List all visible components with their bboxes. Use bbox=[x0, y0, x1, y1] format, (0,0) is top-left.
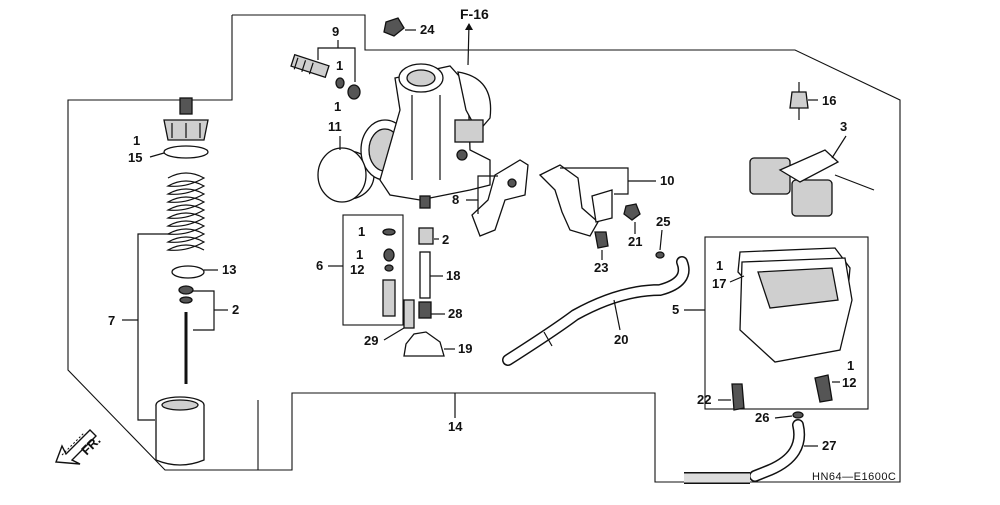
tube-20-part bbox=[503, 257, 689, 365]
screw-23-part bbox=[594, 231, 609, 249]
callout-1-cap: 1 bbox=[133, 133, 140, 148]
pilot-washer-part bbox=[335, 77, 345, 89]
callout-18: 18 bbox=[446, 268, 460, 283]
callout-24: 24 bbox=[420, 22, 435, 37]
needle-clip-b-part bbox=[179, 296, 193, 304]
callout-2-mid: 2 bbox=[442, 232, 449, 247]
reference-label: F-16 bbox=[460, 6, 489, 22]
callout-1-9: 1 bbox=[336, 58, 343, 73]
leader-26 bbox=[774, 415, 793, 419]
tube-20-joint bbox=[543, 331, 553, 347]
callout-10: 10 bbox=[660, 173, 674, 188]
bracket-8 bbox=[466, 175, 498, 201]
clip-26-part bbox=[792, 411, 804, 419]
callout-29: 29 bbox=[364, 333, 378, 348]
leader-17 bbox=[729, 275, 745, 283]
float-bowl-group-box bbox=[704, 236, 869, 410]
callout-12-left: 12 bbox=[350, 262, 364, 277]
screw-22-part bbox=[731, 383, 745, 411]
callout-27: 27 bbox=[822, 438, 836, 453]
callout-5: 5 bbox=[672, 302, 679, 317]
main-jet-part bbox=[418, 227, 434, 245]
spring-part bbox=[166, 172, 206, 251]
leader-25 bbox=[659, 229, 663, 251]
callout-25: 25 bbox=[656, 214, 670, 229]
callout-20: 20 bbox=[614, 332, 628, 347]
holder-28-part bbox=[418, 301, 432, 319]
callout-17: 17 bbox=[712, 276, 726, 291]
callout-23: 23 bbox=[594, 260, 608, 275]
clip-10-part bbox=[591, 189, 613, 223]
tube-27-part bbox=[750, 420, 804, 481]
callout-19: 19 bbox=[458, 341, 472, 356]
leader-15 bbox=[149, 152, 165, 158]
o-ring-15-part bbox=[163, 145, 209, 159]
front-direction-arrow bbox=[55, 429, 97, 465]
jet-washer-part bbox=[384, 264, 394, 272]
reference-arrowhead bbox=[465, 23, 473, 30]
drain-screw-12-part bbox=[814, 374, 833, 403]
callout-12-right: 12 bbox=[842, 375, 856, 390]
callout-26: 26 bbox=[755, 410, 769, 425]
callout-1-6a: 1 bbox=[358, 224, 365, 239]
callout-8: 8 bbox=[452, 192, 459, 207]
callout-1-6b: 1 bbox=[356, 247, 363, 262]
callout-16: 16 bbox=[822, 93, 836, 108]
throttle-valve-part bbox=[155, 396, 205, 466]
needle-jet-part bbox=[419, 251, 431, 299]
needle-clip-part bbox=[178, 285, 194, 295]
callout-28: 28 bbox=[448, 306, 462, 321]
slow-jet-part bbox=[382, 279, 396, 317]
leader-3 bbox=[831, 135, 847, 159]
callout-1-12: 1 bbox=[847, 358, 854, 373]
callout-11: 11 bbox=[328, 119, 342, 134]
clip-25-part bbox=[655, 251, 665, 259]
callout-6: 6 bbox=[316, 258, 323, 273]
bracket-2-left bbox=[193, 290, 215, 331]
bracket-9 bbox=[317, 47, 356, 82]
leader-20 bbox=[613, 299, 621, 331]
callout-13: 13 bbox=[222, 262, 236, 277]
bracket-7 bbox=[137, 233, 170, 421]
jet-group-box bbox=[342, 214, 404, 326]
jet-spring-part bbox=[383, 248, 395, 262]
group-boundary bbox=[67, 14, 901, 483]
callout-15: 15 bbox=[128, 150, 142, 165]
jet-plug-part bbox=[382, 228, 396, 236]
gasket-11-part bbox=[317, 147, 367, 203]
callout-1-11: 1 bbox=[334, 99, 341, 114]
screw-21-part bbox=[623, 203, 641, 221]
tube-29-part bbox=[403, 299, 415, 329]
valve-16-part bbox=[789, 82, 809, 120]
bracket-10-part bbox=[538, 164, 599, 237]
leader-29 bbox=[383, 327, 405, 341]
pilot-screw-part bbox=[290, 53, 330, 79]
reference-leader bbox=[467, 23, 470, 66]
float-valve-19-part bbox=[403, 331, 445, 357]
callout-7: 7 bbox=[108, 313, 115, 328]
callout-22: 22 bbox=[697, 392, 711, 407]
float-3-part bbox=[749, 149, 875, 217]
callout-9: 9 bbox=[332, 24, 339, 39]
callout-1-17: 1 bbox=[716, 258, 723, 273]
seat-13-part bbox=[171, 265, 205, 279]
callout-3: 3 bbox=[840, 119, 847, 134]
pilot-spring-part bbox=[347, 84, 361, 100]
front-marker-label: FR. bbox=[78, 433, 103, 458]
callout-21: 21 bbox=[628, 234, 642, 249]
slide-cap-part bbox=[163, 97, 209, 141]
linkage-8-pivot bbox=[507, 178, 517, 188]
callout-14: 14 bbox=[448, 419, 463, 434]
cap-24-part bbox=[383, 17, 405, 37]
float-chamber-inner bbox=[757, 267, 839, 309]
callout-2-left: 2 bbox=[232, 302, 239, 317]
diagram-code: HN64—E1600C bbox=[812, 471, 896, 483]
